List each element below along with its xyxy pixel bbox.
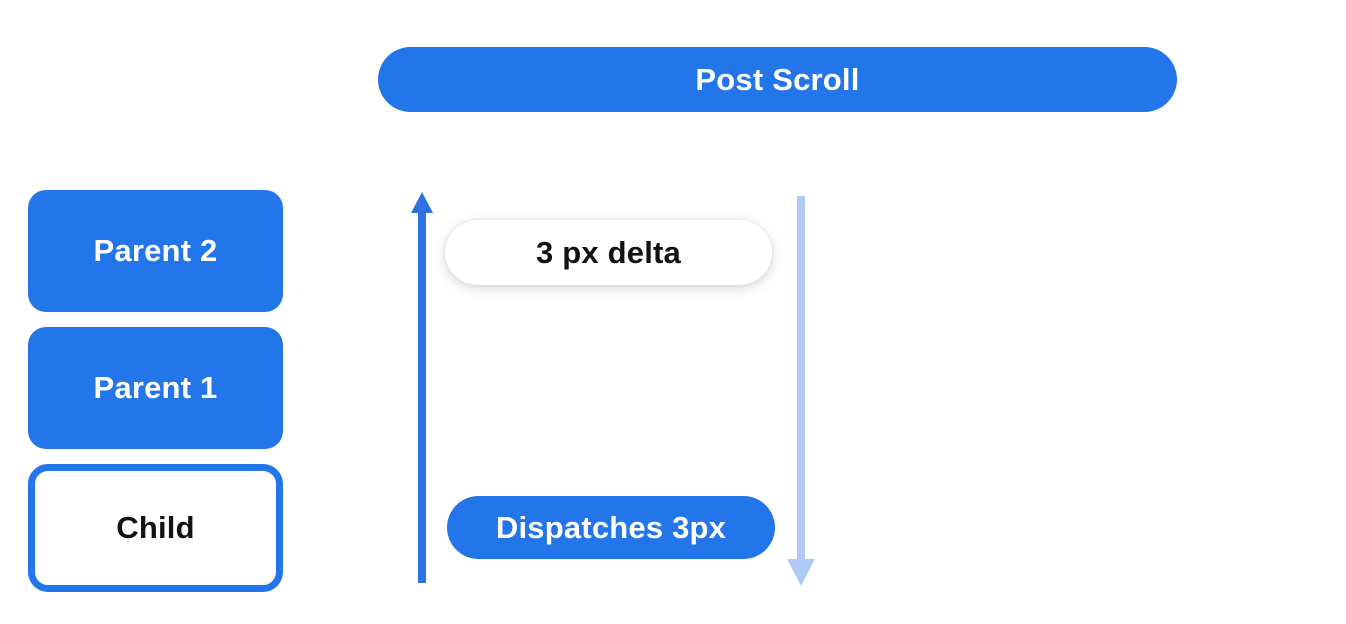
- post-scroll-label: Post Scroll: [695, 61, 860, 97]
- parent2-label: Parent 2: [93, 233, 218, 268]
- post-scroll-pill: Post Scroll: [378, 47, 1177, 112]
- arrow-up-icon: [411, 192, 433, 583]
- parent1-label: Parent 1: [93, 370, 218, 405]
- arrow-up-shaft: [418, 213, 426, 583]
- arrow-down-head: [787, 559, 815, 586]
- delta-label: 3 px delta: [536, 234, 681, 270]
- arrow-up-head: [411, 192, 433, 213]
- parent2-box: Parent 2: [28, 190, 283, 312]
- arrow-down-icon: [787, 196, 815, 586]
- dispatch-label: Dispatches 3px: [495, 509, 727, 545]
- child-box: Child: [28, 464, 283, 592]
- child-label: Child: [116, 510, 195, 545]
- dispatch-pill: Dispatches 3px: [447, 496, 775, 559]
- parent1-box: Parent 1: [28, 327, 283, 449]
- delta-pill: 3 px delta: [445, 220, 772, 285]
- arrow-down-shaft: [797, 196, 805, 559]
